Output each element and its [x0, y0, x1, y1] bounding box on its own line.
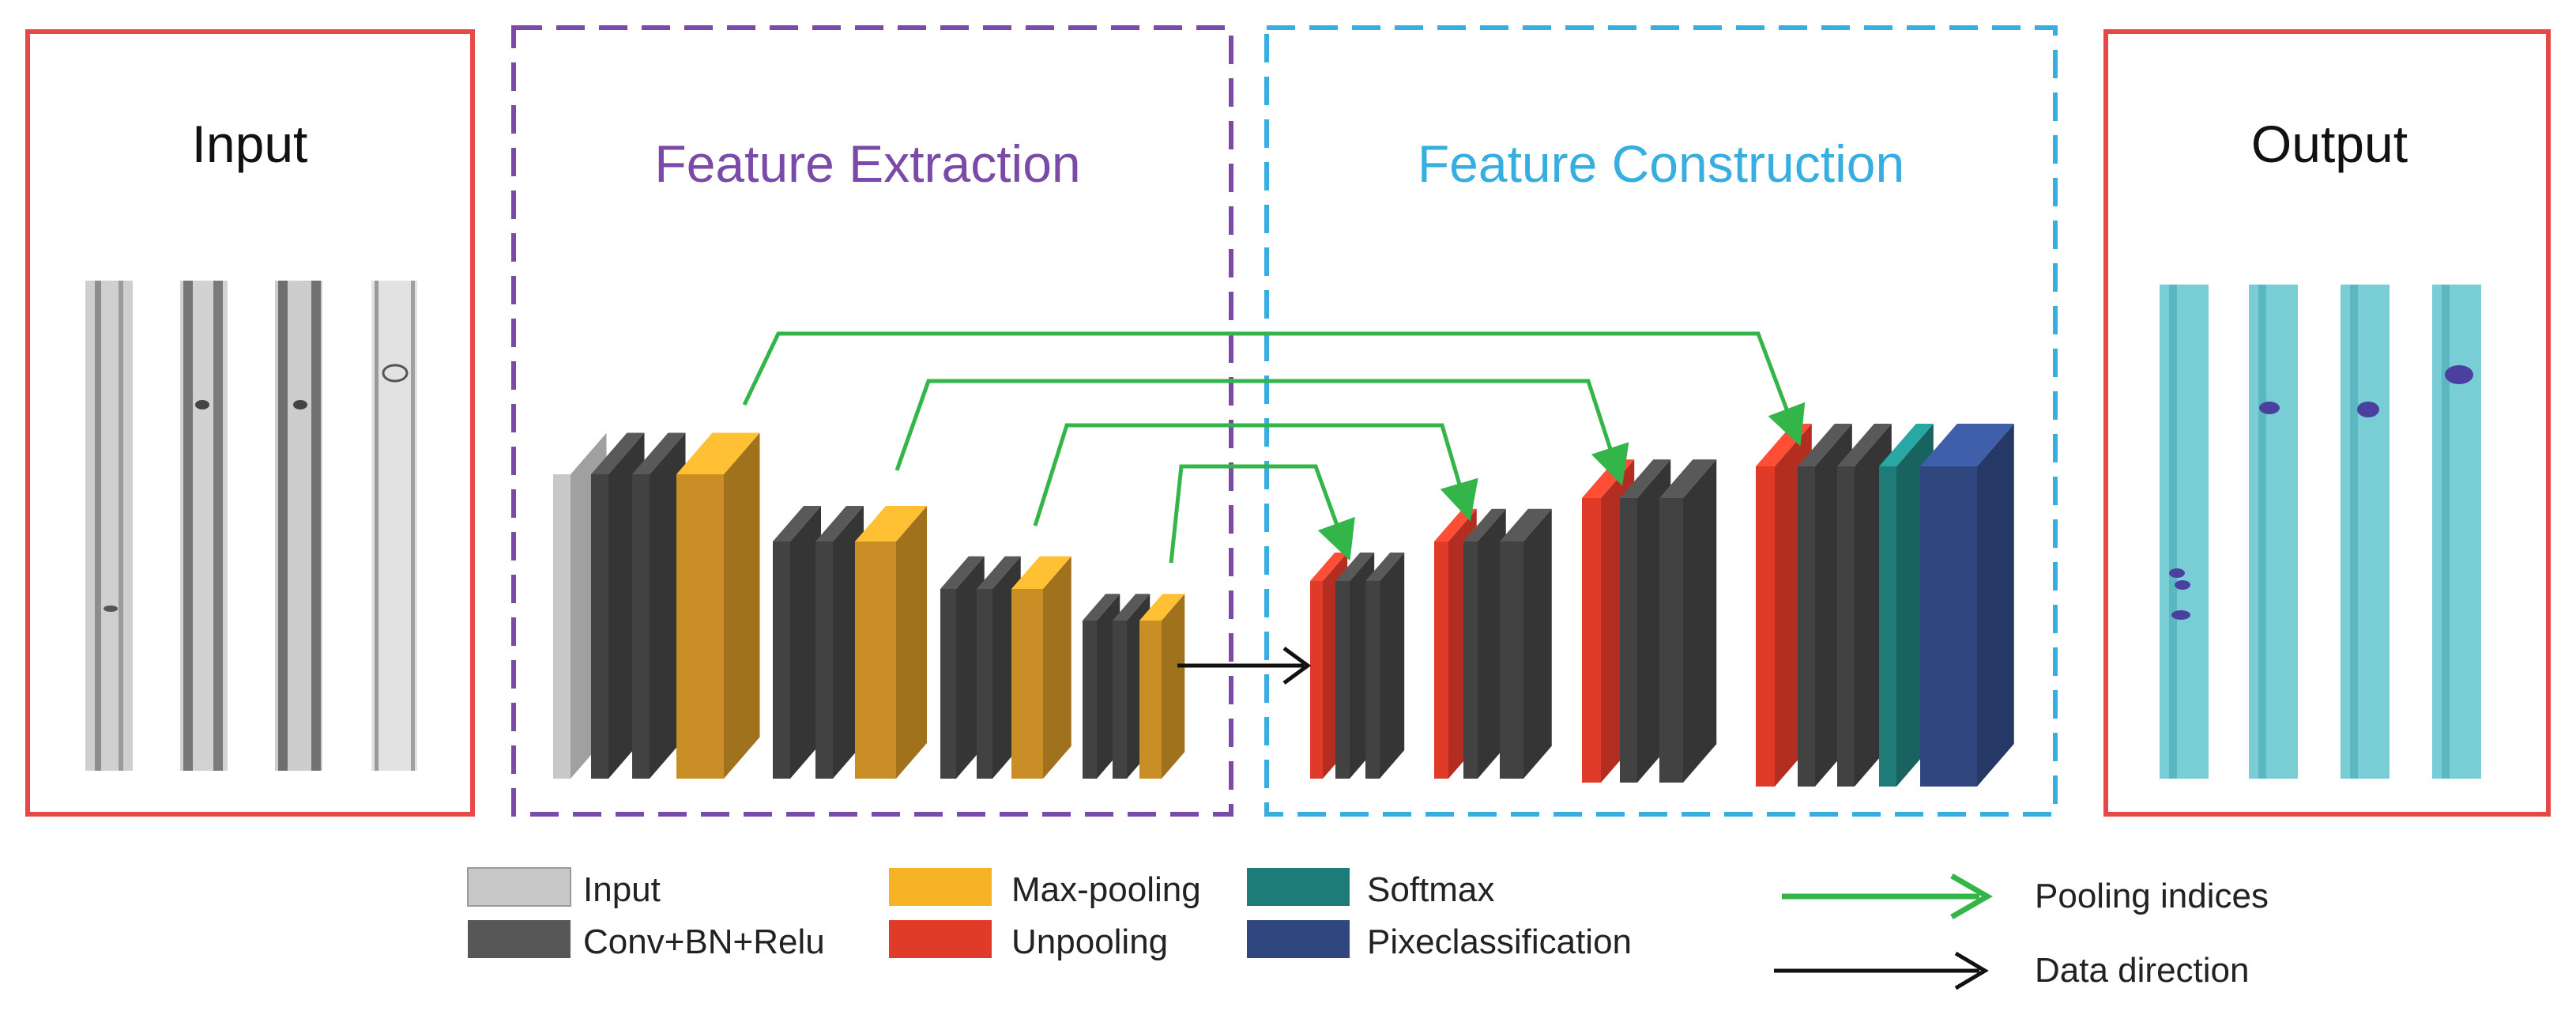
legend-label-input: Input [583, 870, 661, 909]
feature-extraction-title: Feature Extraction [654, 134, 1080, 193]
output-panel-box [2103, 29, 2551, 817]
input-image [275, 281, 322, 771]
legend-label-unpool: Unpooling [1011, 923, 1168, 961]
legend-item-pixel: Pixeclassification [1247, 920, 1632, 961]
legend-label-conv: Conv+BN+Relu [583, 923, 825, 961]
output-image [2341, 285, 2390, 779]
pooling-arrow-1 [742, 331, 1806, 447]
layer-pool [1139, 594, 1185, 779]
output-images [2160, 285, 2481, 779]
layer-conv [773, 506, 821, 779]
legend-item-unpool: Unpooling [889, 920, 1168, 961]
layer-pixel [1920, 424, 2014, 787]
feature-construction-panel-box [1264, 25, 2058, 817]
feature-construction-title: Feature Construction [1418, 134, 1904, 193]
legend-item-softmax: Softmax [1247, 868, 1494, 909]
layer-pool [676, 432, 760, 779]
legend-item-maxpool: Max-pooling [889, 868, 1201, 909]
legend-item-pooling-indices: Pooling indices [1782, 873, 2269, 920]
output-panel-title: Output [2251, 115, 2408, 173]
pooling-arrow-4 [1169, 464, 1355, 564]
pooling-indices-arrows [742, 331, 1806, 564]
legend-label-pixel: Pixeclassification [1367, 923, 1632, 961]
input-image [180, 281, 228, 771]
network-layers [553, 424, 2014, 787]
layer-pool [1011, 556, 1071, 779]
pooling-arrow-3 [1033, 423, 1478, 526]
legend-item-data-direction: Data direction [1774, 951, 2249, 990]
layer-conv [1500, 508, 1552, 779]
input-image [85, 281, 133, 771]
input-panel-box [25, 29, 475, 817]
legend-label-softmax: Softmax [1367, 870, 1494, 909]
input-panel-title: Input [192, 115, 308, 173]
legend-item-conv: Conv+BN+Relu [468, 920, 825, 961]
layer-conv [1659, 459, 1717, 783]
legend-label-maxpool: Max-pooling [1011, 870, 1201, 909]
legend-label-data-direction: Data direction [2035, 951, 2249, 990]
layer-conv [1365, 553, 1405, 779]
pooling-arrow-2 [894, 379, 1629, 486]
legend: Input Conv+BN+Relu Max-pooling Unpooling… [467, 867, 2269, 990]
layer-pool [855, 506, 927, 779]
input-image [371, 281, 417, 771]
output-image [2249, 285, 2298, 779]
layer-conv [1463, 508, 1506, 779]
output-image [2432, 285, 2481, 779]
feature-extraction-panel-box [511, 25, 1233, 817]
legend-item-input: Input [467, 867, 661, 909]
data-direction-arrow [1177, 646, 1312, 685]
output-image [2160, 285, 2209, 779]
legend-label-pooling-indices: Pooling indices [2035, 877, 2269, 915]
input-images [85, 281, 417, 771]
